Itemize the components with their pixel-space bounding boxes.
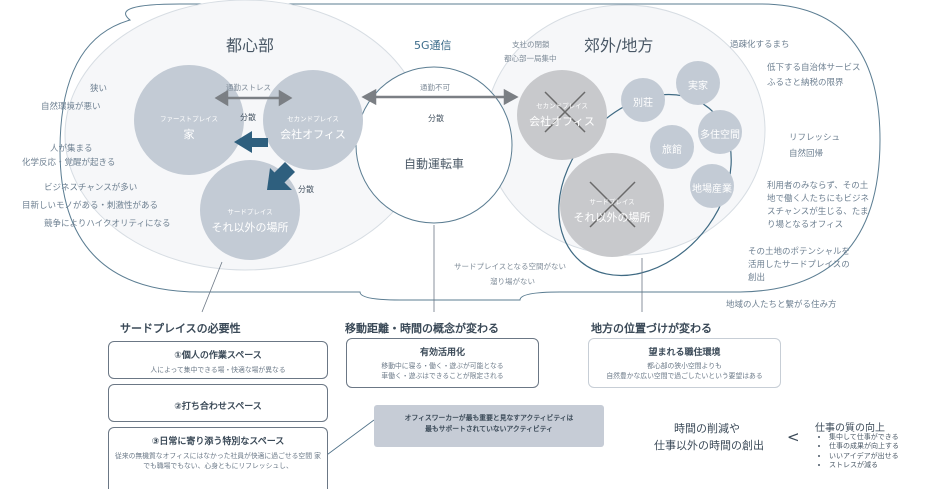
note-people-gather: 人が集まる — [50, 144, 93, 154]
note-service-decline: 低下する自治体サービス — [767, 63, 861, 73]
desired-environment-desc1: 都心部の狭小空間よりも — [647, 362, 722, 370]
effective-use-desc2: 車働く・遊ぶはできることが限定される — [381, 371, 504, 380]
first-place-small: ファーストプレイス — [160, 115, 218, 123]
meeting-space-box: ②打ち合わせスペース — [108, 384, 328, 422]
sub-third-small: サードプレイス — [589, 198, 635, 206]
note-users-line2: 地で働く人たちにもビジネ — [767, 194, 870, 204]
callout-line2: 最もサポートされていないアクティビティ — [425, 424, 553, 433]
villa-label: 別荘 — [633, 98, 653, 109]
activity-callout: オフィスワーカーが最も重要と見なすアクティビティは 最もサポートされていないアク… — [374, 405, 604, 447]
inn-label: 旅館 — [662, 145, 682, 156]
note-competition: 競争によりハイクオリティになる — [44, 219, 171, 229]
dispersion-label: 分散 — [428, 114, 444, 123]
quality-bullet: いいアイデアが出せる — [829, 452, 899, 461]
note-potential-line1: その土地のポテンシャルを — [748, 247, 851, 257]
center-region-title: 都心部 — [226, 36, 275, 55]
quality-title: 仕事の質の向上 — [815, 423, 885, 434]
second-place-main: 会社オフィス — [280, 128, 346, 141]
suburb-region-title: 郊外/地方 — [584, 36, 654, 55]
local-label: 地場産業 — [692, 184, 732, 195]
effective-use-title: 有効活用化 — [419, 348, 465, 358]
quality-bullets: 集中して仕事ができる 仕事の成果が向上する いいアイデアが出せる ストレスが減る — [815, 433, 899, 471]
quality-bullet: ストレスが減る — [829, 461, 899, 470]
note-novelty: 目新しいモノがある・刺激性がある — [22, 201, 159, 211]
commute-stress-label: 通勤ストレス — [226, 83, 271, 92]
dispersion-arrow-down — [267, 162, 295, 190]
third-place-small: サードプレイス — [227, 208, 273, 216]
parents-circle — [676, 61, 720, 105]
sub-second-small: セカンドプレイス — [536, 102, 588, 110]
callout-connector — [319, 419, 375, 461]
work-space-box: ①個人の作業スペース 人によって集中できる場・快適な場が異なる — [108, 341, 328, 379]
note-potential-line3: 創出 — [748, 273, 766, 283]
dispersion-label: 分散 — [240, 113, 256, 122]
no-third-place-label: サードプレイスとなる空間がない — [454, 262, 567, 271]
note-narrow: 狭い — [90, 84, 108, 94]
desired-environment-title: 望まれる職住環境 — [648, 348, 721, 358]
commute-arrow — [214, 89, 293, 107]
dispersion-arrow-left — [234, 131, 268, 153]
quality-bullet: 集中して仕事ができる — [829, 433, 899, 442]
note-depopulation: 過疎化するまち — [730, 40, 790, 50]
desired-environment-box: 望まれる職住環境 都心部の狭小空間よりも 自然豊かな広い空間で過ごしたいという要… — [588, 338, 781, 388]
effective-use-box: 有効活用化 移動中に寝る・働く・遊ぶが可能となる 車働く・遊ぶはできることが限定… — [346, 338, 539, 388]
connector-line — [201, 261, 223, 313]
note-refresh: リフレッシュ — [789, 133, 841, 143]
first-place-main: 家 — [183, 128, 195, 141]
note-connect: 地域の人たちと繋がる住み方 — [726, 300, 837, 310]
regional-heading: 地方の位置づけが変わる — [591, 322, 712, 335]
callout-line1: オフィスワーカーが最も重要と見なすアクティビティは — [404, 414, 574, 422]
cross-icon — [544, 91, 586, 133]
note-chemistry: 化学反応・覚醒が起きる — [22, 158, 116, 168]
parents-label: 実家 — [688, 81, 708, 92]
branch-close-label: 支社の閉鎖 — [512, 40, 550, 49]
time-creation: 仕事以外の時間の創出 — [654, 439, 764, 452]
no-hangout-label: 溜り場がない — [490, 277, 535, 286]
desired-environment-desc2: 自然豊かな広い空間で過ごしたいという要望はある — [606, 371, 763, 380]
long-distance-arrow — [361, 88, 519, 106]
meeting-space-title: ②打ち合わせスペース — [174, 402, 262, 412]
second-place-circle — [263, 70, 363, 170]
villa-circle — [621, 78, 665, 122]
sub-third-main: それ以外の場所 — [573, 211, 651, 224]
local-circle — [690, 164, 734, 208]
outer-frame — [59, 3, 881, 301]
multi-circle — [698, 110, 742, 154]
note-potential-line2: 活用したサードプレイスの — [748, 260, 850, 270]
third-place-main: それ以外の場所 — [211, 221, 289, 234]
first-place-circle — [134, 65, 244, 175]
note-users-line3: スチャンスが生じる、たま — [767, 207, 869, 217]
third-place-need-heading: サードプレイスの必要性 — [120, 322, 241, 335]
autonomous-label: 自動運転車 — [404, 157, 465, 171]
no-commute-label: 通勤不可 — [420, 83, 450, 92]
work-space-title: ①個人の作業スペース — [174, 351, 262, 361]
inn-circle — [650, 125, 694, 169]
movement-heading: 移動距離・時間の概念が変わる — [345, 322, 499, 335]
note-bad-environment: 自然環境が悪い — [41, 102, 101, 112]
fiveg-label: 5G通信 — [414, 39, 452, 52]
note-users-line1: 利用者のみならず、その土 — [767, 181, 869, 191]
multi-label: 多住空間 — [700, 130, 740, 141]
note-tax-limit: ふるさと納税の限界 — [767, 78, 844, 88]
special-space-title: ③日常に寄り添う特別なスペース — [151, 437, 285, 447]
time-reduction: 時間の削減や — [674, 422, 740, 435]
special-space-desc: 従来の無機質なオフィスにはなかった社員が快適に過ごせる空間 家でも職場でもない、… — [115, 452, 321, 471]
dispersion-label: 分散 — [298, 185, 314, 194]
less-than-symbol: < — [787, 428, 800, 446]
cross-icon — [589, 181, 636, 228]
second-place-small: セカンドプレイス — [287, 115, 339, 123]
note-users-line4: り場となるオフィス — [767, 220, 844, 230]
effective-use-desc1: 移動中に寝る・働く・遊ぶが可能となる — [381, 362, 504, 370]
concentration-label: 都心部一局集中 — [504, 54, 557, 63]
quality-bullet: 仕事の成果が向上する — [829, 442, 899, 451]
special-space-box: ③日常に寄り添う特別なスペース 従来の無機質なオフィスにはなかった社員が快適に過… — [108, 427, 328, 489]
note-chances: ビジネスチャンスが多い — [44, 183, 138, 193]
sub-second-main: 会社オフィス — [529, 115, 595, 128]
note-nature: 自然回帰 — [789, 149, 824, 159]
work-space-desc: 人によって集中できる場・快適な場が異なる — [150, 366, 286, 374]
